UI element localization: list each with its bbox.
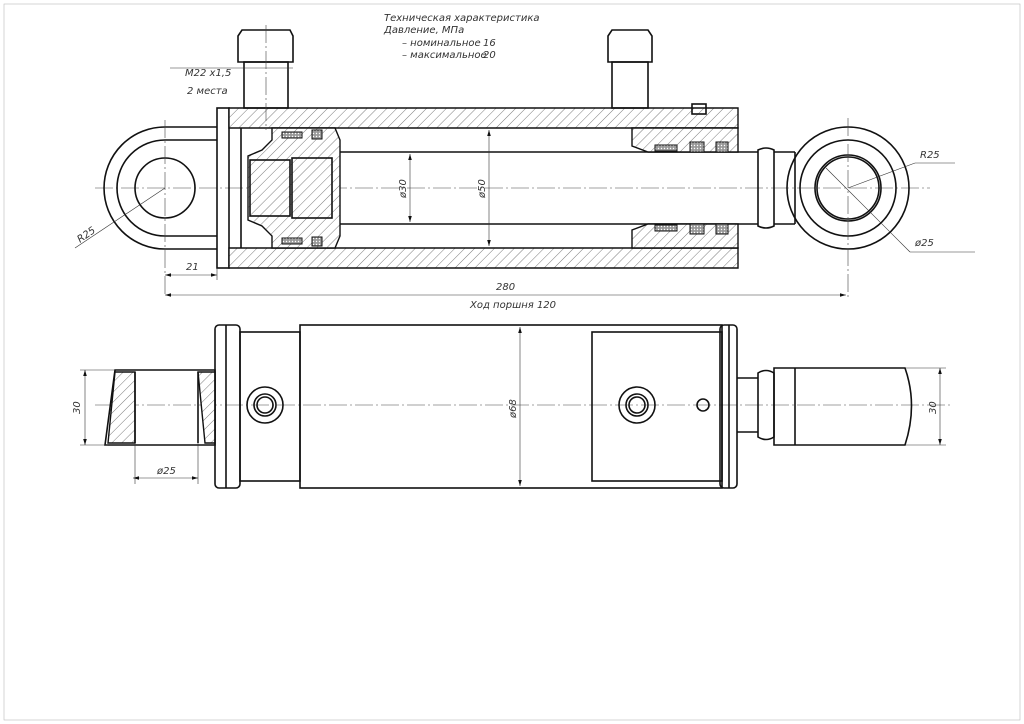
- clevis-left-section: [107, 371, 136, 444]
- spec-title: Техническая характеристика: [384, 13, 540, 24]
- left-eye: [74, 120, 217, 295]
- spec-nominal-label: – номинальное: [402, 38, 481, 49]
- sheet-frame: [3, 3, 1021, 721]
- thread-qty: 2 места: [187, 86, 228, 97]
- body-dia-label: ø68: [508, 399, 519, 419]
- tube-wall-bottom: [228, 247, 739, 269]
- section-view: [74, 25, 975, 300]
- rear-flange: [216, 107, 230, 269]
- plan-view: [80, 324, 950, 489]
- bore-dia-label: ø50: [477, 179, 488, 199]
- spec-max-label: – максимальное: [402, 50, 487, 61]
- spec-max-value: 20: [483, 50, 496, 61]
- rod-dia-label: ø30: [398, 179, 409, 199]
- port-left: [237, 25, 294, 130]
- spec-nominal-value: 16: [483, 38, 496, 49]
- right-width-label: 30: [928, 401, 939, 414]
- left-radius-label: R25: [75, 225, 97, 245]
- tube-wall-top: [228, 107, 739, 129]
- piston: [247, 127, 341, 249]
- eye-offset-label: 21: [186, 262, 199, 273]
- overall-length-label: 280: [496, 282, 515, 293]
- left-width-label: 30: [72, 401, 83, 414]
- right-hole-label: ø25: [914, 238, 934, 249]
- stroke-label: Ход поршня 120: [469, 300, 556, 311]
- rear-collar: [214, 324, 241, 489]
- port-right-opening: [618, 386, 656, 424]
- port-right: [607, 29, 653, 109]
- thread-callout: M22 x1,5: [185, 68, 231, 79]
- right-radius-label: R25: [920, 150, 940, 161]
- clevis-hole-label: ø25: [156, 466, 176, 477]
- spec-pressure: Давление, МПа: [383, 25, 464, 36]
- right-eye: [786, 118, 975, 300]
- port-left-opening: [246, 386, 284, 424]
